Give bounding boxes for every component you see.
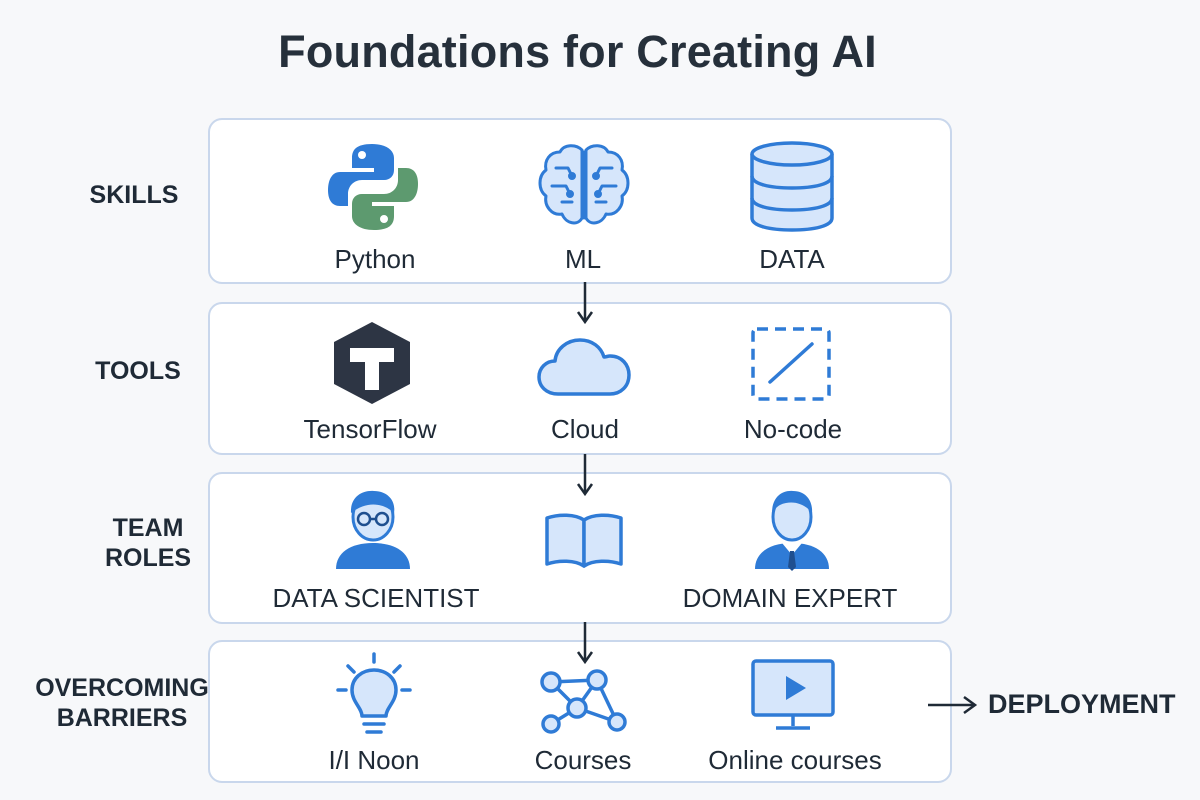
row-label-barriers: OVERCOMING BARRIERS (22, 673, 222, 733)
book-icon (543, 510, 625, 570)
noon-label: I/I Noon (328, 745, 420, 775)
data-label: DATA (759, 244, 825, 274)
deployment-label: DEPLOYMENT (988, 689, 1176, 719)
tensorflow-icon (332, 320, 412, 406)
python-icon (326, 140, 420, 234)
arrow-down-icon (576, 282, 594, 325)
arrow-down-icon (576, 454, 594, 497)
data-scientist-label: DATA SCIENTIST (272, 583, 480, 613)
row-label-line: TEAM (112, 514, 184, 542)
no-code-icon (750, 326, 832, 402)
row-label-line: ROLES (104, 544, 192, 572)
online-courses-label: Online courses (708, 745, 882, 775)
arrow-right-icon (928, 695, 978, 715)
arrow-down-icon (576, 622, 594, 665)
domain-expert-icon (752, 487, 832, 571)
lightbulb-icon (336, 652, 412, 740)
row-label-line: BARRIERS (56, 704, 188, 732)
tensorflow-label: TensorFlow (303, 414, 437, 444)
row-label-team-roles: TEAM ROLES (48, 513, 248, 573)
domain-expert-label: DOMAIN EXPERT (682, 583, 898, 613)
no-code-label: No-code (743, 414, 843, 444)
cloud-icon (536, 336, 632, 398)
ml-label: ML (564, 244, 602, 274)
row-label-skills: SKILLS (89, 181, 179, 209)
row-label-line: OVERCOMING (35, 674, 209, 702)
data-scientist-icon (332, 487, 414, 571)
diagram-title: Foundations for Creating AI (278, 26, 877, 77)
video-icon (750, 658, 836, 734)
brain-icon (536, 140, 632, 230)
courses-label: Courses (534, 745, 632, 775)
row-label-tools: TOOLS (95, 357, 181, 385)
database-icon (746, 140, 838, 232)
network-icon (537, 668, 629, 736)
cloud-label: Cloud (551, 414, 619, 444)
python-label: Python (334, 244, 416, 274)
